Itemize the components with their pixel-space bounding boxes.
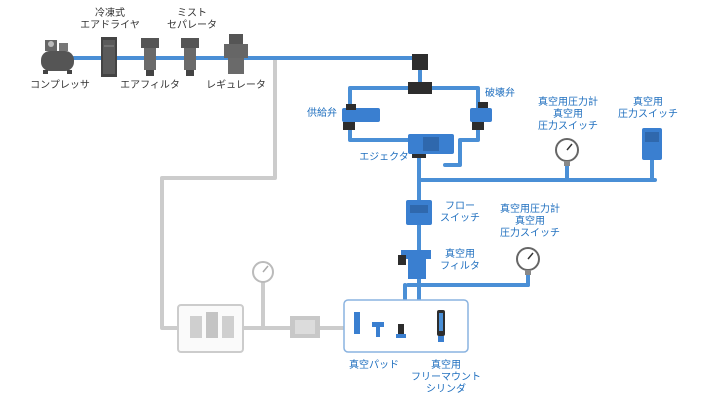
pressure-switch-label-line1: 真空用 xyxy=(633,97,663,108)
vacuum-pad-label: 真空パッド xyxy=(346,360,402,372)
pressure-switch-label-line2: 圧力スイッチ xyxy=(618,109,678,120)
ejector-icon xyxy=(408,134,454,158)
mist-label-line2: セパレータ xyxy=(167,20,217,31)
vacuum-filter-icon xyxy=(398,250,431,279)
gray-pressure-gauge-icon xyxy=(252,261,274,283)
air-dryer-icon xyxy=(101,37,117,77)
cylinder-icon xyxy=(437,310,445,342)
air-filter-label-text: エアフィルタ xyxy=(120,80,180,91)
mist-label-line1: ミスト xyxy=(177,8,207,19)
supply-valve-icon xyxy=(342,104,380,130)
mid-pressure-gauge-icon xyxy=(516,247,540,275)
regulator-icon xyxy=(224,34,248,74)
vacuum-filter-label: 真空用 フィルタ xyxy=(436,249,484,273)
cylinder-label-line3: シリンダ xyxy=(426,384,466,395)
supply-valve-label: 供給弁 xyxy=(304,108,340,120)
flow-switch-icon xyxy=(406,200,432,225)
top-pressure-gauge-icon xyxy=(555,138,579,166)
cylinder-label-line1: 真空用 xyxy=(431,360,461,371)
top-gauge-label-line3: 圧力スイッチ xyxy=(538,121,598,132)
end-effector-box xyxy=(343,299,469,353)
gray-filter-unit-icon xyxy=(290,316,320,338)
cylinder-label: 真空用 フリーマウント シリンダ xyxy=(404,360,488,396)
cylinder-label-line2: フリーマウント xyxy=(411,372,481,383)
top-gauge-label-line2: 真空用 xyxy=(553,109,583,120)
vacuum-filter-label-line2: フィルタ xyxy=(440,261,480,272)
gray-valve-unit-icon xyxy=(177,304,244,353)
vacuum-filter-label-line1: 真空用 xyxy=(445,249,475,260)
gray-piping xyxy=(160,58,346,330)
mist-separator-icon xyxy=(181,38,199,76)
mist-separator-label: ミスト セパレータ xyxy=(162,8,222,32)
pressure-switch-label: 真空用 圧力スイッチ xyxy=(610,97,686,121)
tee-connector-icon xyxy=(408,54,432,94)
mid-gauge-label-line2: 真空用 xyxy=(515,216,545,227)
flow-switch-label-line2: スイッチ xyxy=(440,213,480,224)
dryer-label-line1: 冷凍式 xyxy=(95,8,125,19)
release-valve-label-text: 破壊弁 xyxy=(485,88,515,99)
release-valve-icon xyxy=(470,102,492,130)
release-valve-label: 破壊弁 xyxy=(480,88,520,100)
supply-valve-label-text: 供給弁 xyxy=(307,108,337,119)
air-filter-icon xyxy=(141,38,159,76)
compressor-icon xyxy=(41,40,74,74)
dryer-label-line2: エアドライヤ xyxy=(80,20,140,31)
top-gauge-label: 真空用圧力計 真空用 圧力スイッチ xyxy=(530,97,606,133)
compressor-label: コンプレッサ xyxy=(28,80,92,92)
flow-switch-label-line1: フロー xyxy=(445,201,475,212)
flow-switch-label: フロー スイッチ xyxy=(436,201,484,225)
mid-gauge-label-line1: 真空用圧力計 xyxy=(500,204,560,215)
pressure-switch-icon xyxy=(642,128,662,160)
top-gauge-label-line1: 真空用圧力計 xyxy=(538,97,598,108)
ejector-label-text: エジェクタ xyxy=(359,152,409,163)
air-filter-label: エアフィルタ xyxy=(116,80,184,92)
ejector-label: エジェクタ xyxy=(354,152,414,164)
compressor-label-text: コンプレッサ xyxy=(30,80,90,91)
mid-gauge-label-line3: 圧力スイッチ xyxy=(500,228,560,239)
vacuum-pad-icon xyxy=(354,312,406,338)
vacuum-line xyxy=(403,153,657,302)
regulator-label: レギュレータ xyxy=(202,80,270,92)
vacuum-pad-label-text: 真空パッド xyxy=(349,360,399,371)
mid-gauge-label: 真空用圧力計 真空用 圧力スイッチ xyxy=(492,204,568,240)
regulator-label-text: レギュレータ xyxy=(206,80,266,91)
dryer-label: 冷凍式 エアドライヤ xyxy=(80,8,140,32)
